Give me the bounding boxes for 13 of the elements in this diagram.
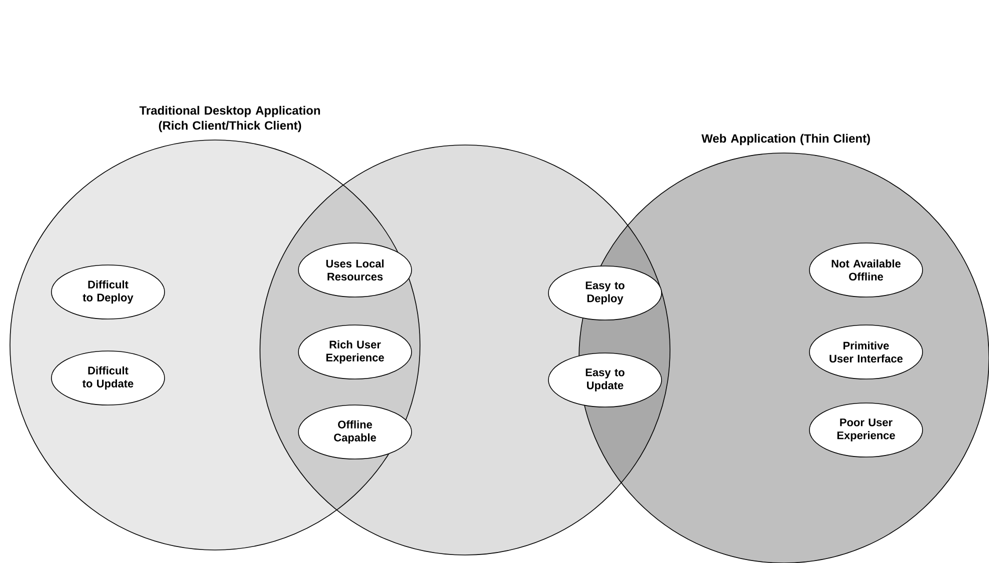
circle-title: Traditional Desktop Application (Rich Client/Thick Client) <box>139 106 320 132</box>
circle <box>260 144 670 556</box>
feature-oval: Difficult to Deploy <box>51 264 165 320</box>
feature-oval: Easy to Update <box>548 352 662 408</box>
circle-title: Web Application (Thin Client) <box>701 134 870 146</box>
feature-oval: Difficult to Update <box>51 350 165 406</box>
feature-oval: Easy to Deploy <box>548 266 662 320</box>
feature-oval: Poor User Experience <box>809 402 923 458</box>
feature-oval: Uses Local Resources <box>298 242 412 298</box>
feature-oval: Primitive User Interface <box>809 324 923 380</box>
feature-oval: Offline Capable <box>298 404 412 460</box>
feature-oval: Not Available Offline <box>809 242 923 298</box>
feature-oval: Rich User Experience <box>298 324 412 380</box>
